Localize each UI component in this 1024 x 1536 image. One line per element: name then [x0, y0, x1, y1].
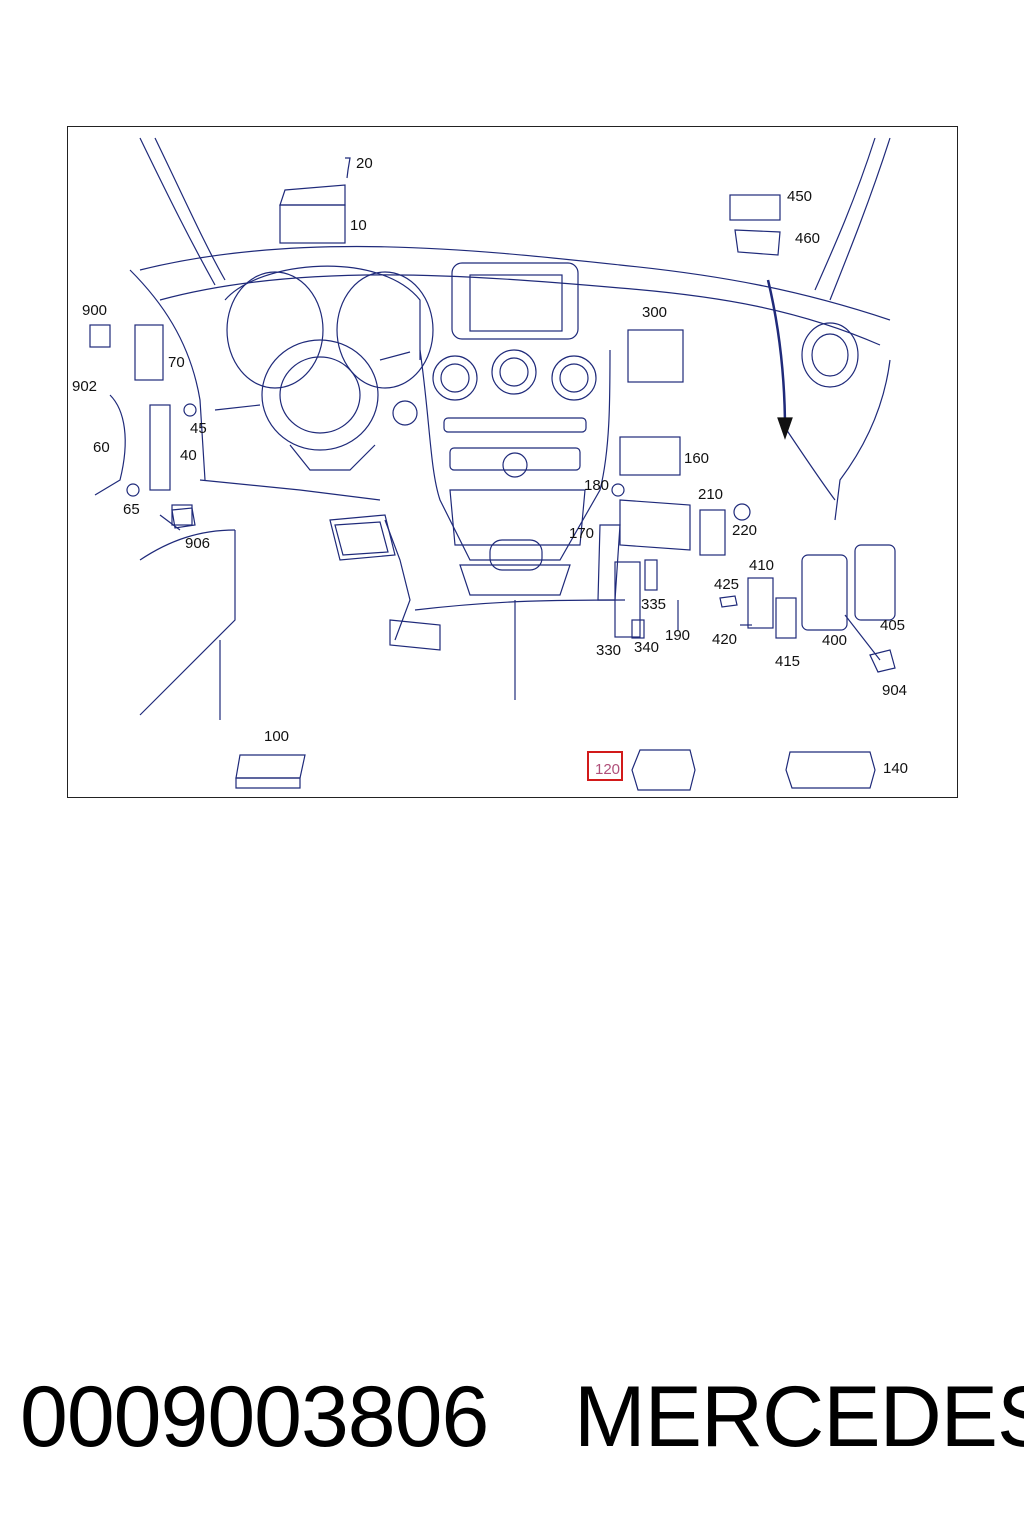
callout-425: 425 [714, 576, 740, 593]
callout-410: 410 [749, 557, 775, 574]
callout-460: 460 [795, 230, 821, 247]
callout-330: 330 [596, 642, 622, 659]
highlight-box [587, 751, 623, 781]
diagram-frame [67, 126, 958, 798]
callout-190: 190 [665, 627, 691, 644]
callout-100: 100 [264, 728, 290, 745]
callout-20: 20 [356, 155, 373, 172]
callout-40: 40 [180, 447, 197, 464]
callout-210: 210 [698, 486, 724, 503]
callout-70: 70 [168, 354, 185, 371]
callout-904: 904 [882, 682, 908, 699]
callout-65: 65 [123, 501, 140, 518]
callout-10: 10 [350, 217, 367, 234]
callout-900: 900 [82, 302, 108, 319]
callout-400: 400 [822, 632, 848, 649]
callout-60: 60 [93, 439, 110, 456]
callout-340: 340 [634, 639, 660, 656]
callout-220: 220 [732, 522, 758, 539]
callout-160: 160 [684, 450, 710, 467]
callout-415: 415 [775, 653, 801, 670]
callout-45: 45 [190, 420, 207, 437]
callout-902: 902 [72, 378, 98, 395]
callout-450: 450 [787, 188, 813, 205]
part-number: 0009003806 [20, 1369, 489, 1465]
callout-405: 405 [880, 617, 906, 634]
callout-335: 335 [641, 596, 667, 613]
callout-170: 170 [569, 525, 595, 542]
callout-420: 420 [712, 631, 738, 648]
callout-120: 120 [595, 761, 621, 778]
callout-140: 140 [883, 760, 909, 777]
callout-180: 180 [584, 477, 610, 494]
brand-name: MERCEDES [574, 1369, 1024, 1465]
callout-300: 300 [642, 304, 668, 321]
callout-906: 906 [185, 535, 211, 552]
footer: 0009003806 MERCEDES [0, 1368, 1024, 1468]
